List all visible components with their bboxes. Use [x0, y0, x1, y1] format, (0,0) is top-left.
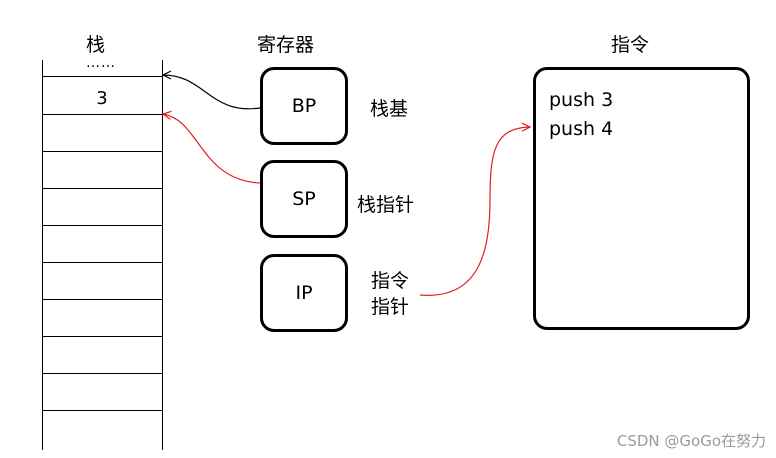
ip-register-note-line2: 指针: [371, 295, 410, 318]
stack-row-divider: [42, 225, 162, 226]
bp-register-box: BP: [260, 67, 348, 145]
instructions-title: 指令: [611, 34, 650, 56]
stack-top-value: 3: [96, 88, 108, 109]
stack-row-divider: [42, 76, 162, 77]
bp-arrow: [163, 75, 261, 110]
stack-ellipsis: ……: [86, 55, 116, 71]
stack-left-border: [42, 60, 43, 450]
bp-register-note: 栈基: [370, 98, 409, 120]
stack-row-divider: [42, 151, 162, 152]
sp-arrow: [163, 114, 261, 184]
instruction-line: push 4: [549, 118, 614, 140]
stack-row-divider: [42, 373, 162, 374]
ip-register-label: IP: [295, 282, 313, 304]
registers-title: 寄存器: [257, 34, 315, 56]
stack-row-divider: [42, 114, 162, 115]
ip-register-note-line1: 指令: [371, 270, 410, 292]
stack-row-divider: [42, 336, 162, 337]
bp-register-label: BP: [291, 95, 317, 117]
sp-register-box: SP: [260, 160, 348, 238]
sp-register-note: 栈指针: [357, 194, 415, 216]
ip-arrow: [419, 127, 530, 296]
stack-row-divider: [42, 410, 162, 411]
instruction-line: push 3: [549, 89, 614, 111]
stack-title: 栈: [86, 34, 106, 56]
stack-right-border: [162, 60, 163, 450]
stack-row-divider: [42, 299, 162, 300]
instruction-box: push 3 push 4: [533, 67, 750, 330]
watermark: CSDN @GoGo在努力: [616, 432, 766, 450]
sp-register-label: SP: [292, 188, 316, 210]
ip-register-note: 指令 指针: [371, 269, 409, 320]
stack-row-divider: [42, 262, 162, 263]
stack-row-divider: [42, 188, 162, 189]
ip-register-box: IP: [260, 254, 348, 332]
